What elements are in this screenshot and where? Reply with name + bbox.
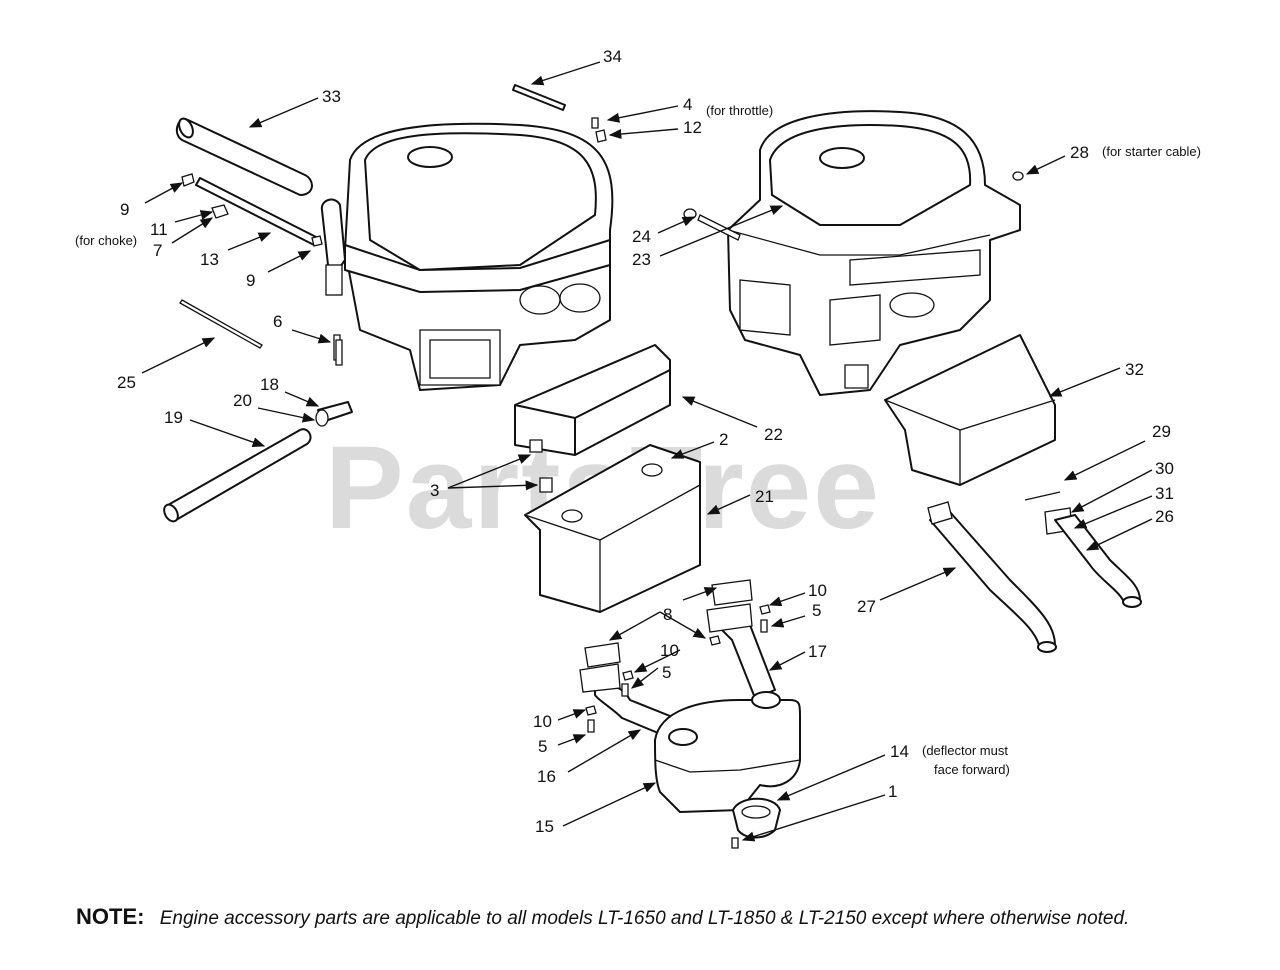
callout-6: 6 [273,312,282,331]
callout-10-c: 10 [533,712,552,731]
callout-18: 18 [260,375,279,394]
part-10-washer-a [759,604,771,615]
callout-31: 31 [1155,484,1174,503]
callout-7: 7 [153,241,162,260]
callout-17: 17 [808,642,827,661]
callout-23: 23 [632,250,651,269]
callout-28: 28 [1070,143,1089,162]
callout-5-b: 5 [662,663,671,682]
part-3-bolt [539,477,553,493]
part-29-rod [1024,491,1061,501]
part-5-bolt-a [760,619,768,633]
note-deflector-line1: (deflector must [922,743,1008,758]
part-26-pipe [1054,514,1142,608]
callout-33: 33 [322,87,341,106]
callout-27: 27 [857,597,876,616]
callout-10-a: 10 [808,581,827,600]
part-12-clip [595,129,607,143]
part-32-deflector [884,334,1056,486]
callout-15: 15 [535,817,554,836]
part-34-spring [512,84,566,111]
callout-26: 26 [1155,507,1174,526]
callout-20: 20 [233,391,252,410]
part-14-deflector [732,797,781,839]
callout-12: 12 [683,118,702,137]
part-22-shield [514,344,671,456]
footer-note-text: Engine accessory parts are applicable to… [159,908,1130,929]
footer-note-label: NOTE: [76,904,145,929]
part-1-screw [731,837,739,849]
part-27-pipe [927,501,1057,653]
callout-21: 21 [755,487,774,506]
callout-labels: 34 4 12 33 9 11 7 13 9 6 25 18 20 19 22 … [117,47,1174,836]
part-9-clip-upper [181,173,195,187]
callout-5-a: 5 [812,601,821,620]
engine-accessories-diagram: PartsTree TM [75,47,1201,849]
part-6-bolt [335,339,343,366]
callout-9-a: 9 [120,200,129,219]
part-33-tube [175,117,313,196]
callout-4: 4 [683,95,692,114]
right-engine [683,110,1024,396]
part-10-washer-c [585,705,597,716]
note-starter-cable: (for starter cable) [1102,144,1201,159]
leader-lines [141,61,1153,842]
part-9-clip-lower [311,235,323,247]
part-17-pipe [706,579,776,699]
part-28-nut [1012,171,1024,181]
callout-2: 2 [719,430,728,449]
part-4-screw [591,117,599,129]
left-engine [320,122,614,391]
callout-34: 34 [603,47,622,66]
callout-11: 11 [150,220,168,239]
callout-9-b: 9 [246,271,255,290]
callout-13: 13 [200,250,219,269]
part-20-clamp [315,409,329,427]
part-25-tie [179,299,263,349]
part-5-bolt-b [621,683,629,697]
note-deflector-line2: face forward) [934,762,1010,777]
note-choke: (for choke) [75,233,137,248]
callout-1: 1 [888,782,897,801]
callout-10-b: 10 [660,641,679,660]
footer-note: NOTE: Engine accessory parts are applica… [76,902,1176,934]
part-10-washer-d [709,635,721,646]
callout-32: 32 [1125,360,1144,379]
part-19-hose [163,428,312,523]
callout-22: 22 [764,425,783,444]
callout-30: 30 [1155,459,1174,478]
callout-8: 8 [663,605,672,624]
part-10-washer-b [622,670,634,681]
callout-16: 16 [537,767,556,786]
part-15-muffler [654,691,801,813]
callout-25: 25 [117,373,136,392]
callout-24: 24 [632,227,651,246]
part-11-nut [211,204,229,219]
side-notes: (for throttle) (for choke) (for starter … [75,103,1201,777]
note-throttle: (for throttle) [706,103,773,118]
part-2-bolt [529,439,543,453]
callout-14: 14 [890,742,909,761]
part-21-heat-shield [524,444,701,613]
callout-3: 3 [430,481,439,500]
callout-19: 19 [164,408,183,427]
callout-5-c: 5 [538,737,547,756]
part-5-bolt-c [587,719,595,733]
callout-29: 29 [1152,422,1171,441]
